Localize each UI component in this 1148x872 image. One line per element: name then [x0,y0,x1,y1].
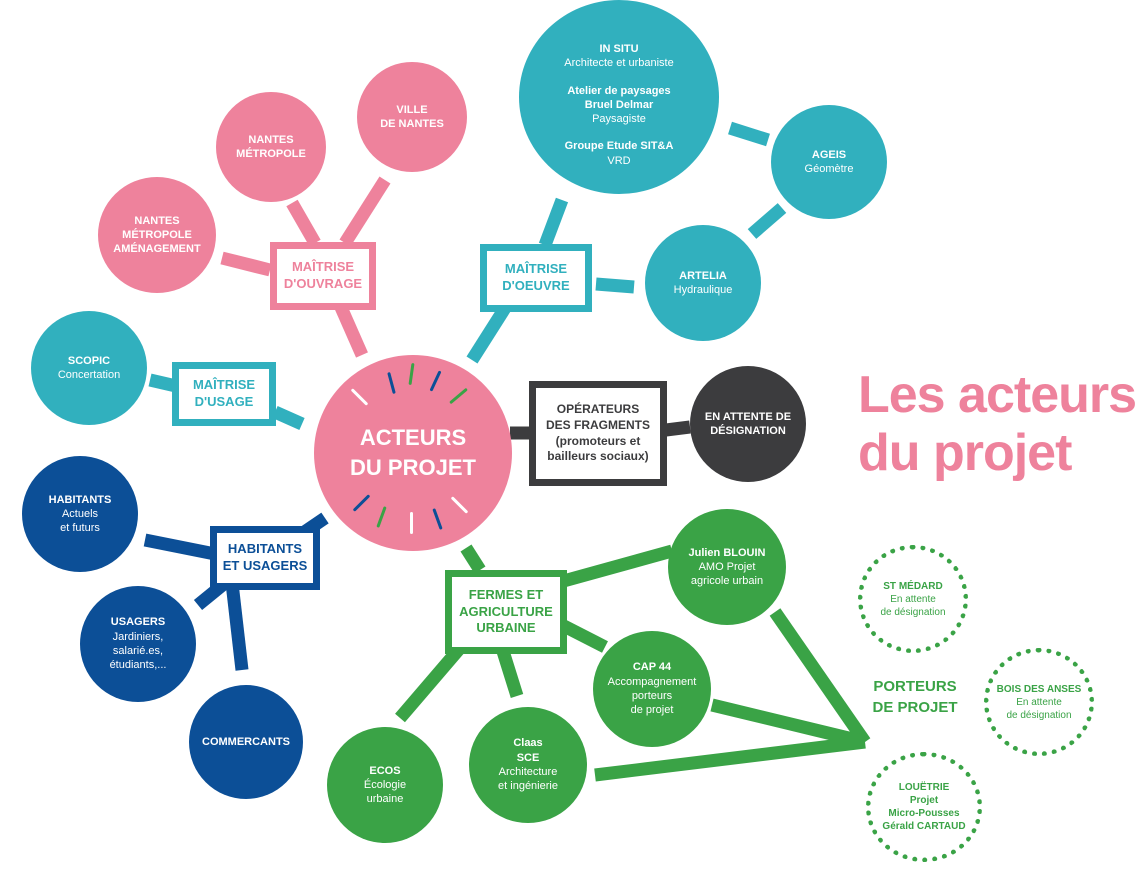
group-fermes-agriculture: FERMES ET AGRICULTURE URBAINE [445,570,567,654]
node-scopic: SCOPIC Concertation [31,311,147,425]
group-maitrise-ouvrage: MAÎTRISE D'OUVRAGE [270,242,376,310]
porteurs-de-projet-label: PORTEURS DE PROJET [872,678,958,716]
node-artelia: ARTELIA Hydraulique [645,225,761,341]
center-title: ACTEURS DU PROJET [350,425,476,480]
node-habitants: HABITANTS Actuels et futurs [22,456,138,572]
link-julien-porteurs [769,608,871,746]
node-commercants: COMMERCANTS [189,685,303,799]
node-julien-blouin: Julien BLOUIN AMO Projet agricole urbain [668,509,786,625]
link-usage-scopic [148,373,178,393]
link-center-oeuvre [466,304,511,364]
link-center-fermes [460,544,486,574]
link-oeuvre-artelia [595,277,635,294]
link-fermes-claas [495,646,524,698]
link-ageis-artelia [747,203,787,239]
node-nm-amenagement: NANTES MÉTROPOLE AMÉNAGEMENT [98,177,216,293]
link-center-usage [272,406,305,430]
link-center-ouvrage [334,302,368,358]
group-maitrise-oeuvre: MAÎTRISE D'OEUVRE [480,244,592,312]
link-hab-commercants [225,582,249,671]
link-ouvrage-ville [339,176,391,247]
node-en-attente: EN ATTENTE DE DÉSIGNATION [690,366,806,482]
link-claas-porteurs [594,735,866,782]
link-fermes-ecos [395,643,465,723]
group-habitants-usagers: HABITANTS ET USAGERS [210,526,320,590]
center-ray [410,512,413,534]
link-oeuvre-insitu [538,197,569,248]
node-ageis: AGEIS Géomètre [771,105,887,219]
node-st-medard: ST MÉDARD En attente de désignation [858,545,968,653]
group-maitrise-usage: MAÎTRISE D'USAGE [172,362,276,426]
group-operateurs-fragments: OPÉRATEURS DES FRAGMENTS (promoteurs et … [529,381,667,486]
node-usagers: USAGERS Jardiniers, salarié.es, étudiant… [80,586,196,702]
node-louetrie: LOUËTRIE Projet Micro-Pousses Gérald CAR… [866,752,982,862]
center-node: ACTEURS DU PROJET [314,355,512,551]
node-nantes-metropole: NANTES MÉTROPOLE [216,92,326,202]
link-ouvrage-amenagement [220,251,272,277]
page-title: Les acteurs du projet [858,366,1137,482]
node-in-situ: IN SITU Architecte et urbaniste Atelier … [519,0,719,194]
link-cap44-porteurs [710,698,867,749]
link-ouvrage-metropole [286,199,321,247]
node-claas: Claas SCE Architecture et ingénierie [469,707,587,823]
link-fermes-cap44 [561,620,608,653]
node-bois-des-anses: BOIS DES ANSES En attente de désignation [984,648,1094,756]
link-fermes-julien [558,544,674,589]
link-insitu-ageis [728,121,770,147]
node-cap44: CAP 44 Accompagnement porteurs de projet [593,631,711,747]
node-ecos: ECOS Écologie urbaine [327,727,443,843]
link-hab-habitants [143,533,217,561]
node-ville-nantes: VILLE DE NANTES [357,62,467,172]
link-operateurs-attente [665,420,691,437]
